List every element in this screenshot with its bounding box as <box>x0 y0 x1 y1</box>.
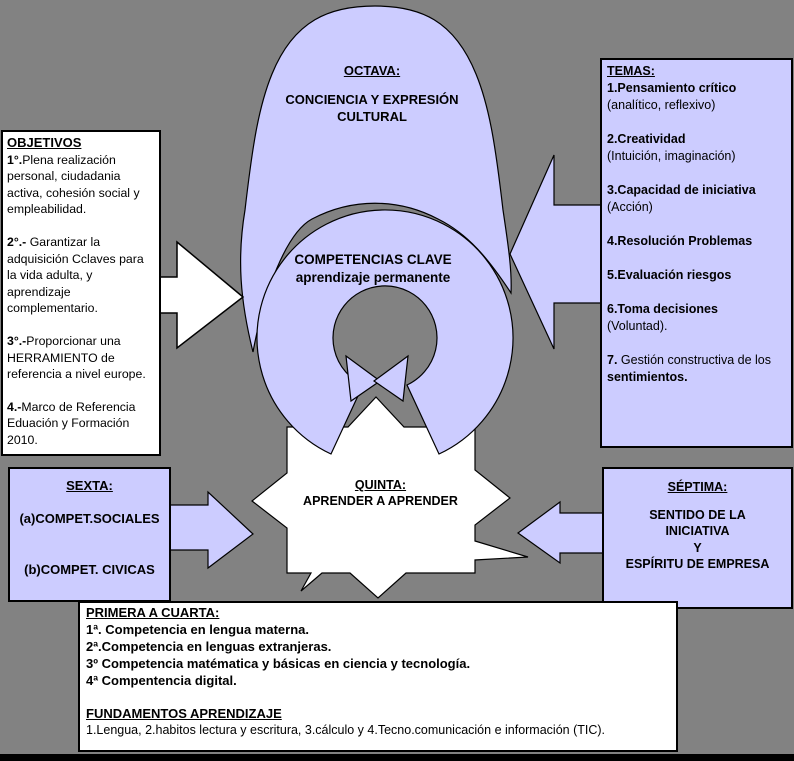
temas-item: 2.Creatividad(Intuición, imaginación) <box>607 132 736 163</box>
sexta-title: SEXTA: <box>66 478 113 493</box>
objetivos-title: OBJETIVOS <box>7 135 82 150</box>
arch-line2: CULTURAL <box>337 109 407 124</box>
bottom-bar <box>0 754 794 761</box>
ring-arrowhead-right <box>372 354 409 403</box>
objetivos-arrow <box>157 240 245 350</box>
primera-title: PRIMERA A CUARTA: <box>86 605 220 620</box>
temas-box: TEMAS: 1.Pensamiento crítico(analítico, … <box>600 58 793 448</box>
temas-item-7: 7. Gestión constructiva de los sentimien… <box>607 353 771 384</box>
fundamentos-title: FUNDAMENTOS APRENDIZAJE <box>86 706 282 721</box>
temas-item: 4.Resolución Problemas <box>607 234 753 248</box>
ring-arrowhead-left <box>345 354 382 403</box>
temas-item: 3.Capacidad de iniciativa(Acción) <box>607 183 756 214</box>
objetivos-item: 1°.Plena realización personal, ciudadani… <box>7 152 140 217</box>
septima-line3: Y <box>693 540 702 555</box>
septima-title: SÉPTIMA: <box>667 480 728 494</box>
ring-label: COMPETENCIAS CLAVE aprendizaje permanent… <box>268 251 478 287</box>
septima-line4: ESPÍRITU DE EMPRESA <box>625 557 770 571</box>
objetivos-item: 4.-Marco de Referencia Eduación y Formac… <box>7 399 136 447</box>
spacer <box>86 689 670 705</box>
spacer <box>252 79 492 91</box>
septima-line2: INICIATIVA <box>665 524 730 538</box>
primera-box: PRIMERA A CUARTA: 1ª. Competencia en len… <box>78 601 678 752</box>
septima-box: SÉPTIMA: SENTIDO DE LA INICIATIVA Y ESPÍ… <box>602 467 793 609</box>
primera-item: 2ª.Competencia en lenguas extranjeras. <box>86 639 332 654</box>
temas-item: 6.Toma decisiones(Voluntad). <box>607 302 718 333</box>
temas-item: 5.Evaluación riesgos <box>607 268 732 282</box>
sexta-item-a: (a)COMPET.SOCIALES <box>19 511 160 526</box>
primera-item: 4ª Compentencia digital. <box>86 673 237 688</box>
temas-title: TEMAS: <box>607 64 655 78</box>
spacer <box>604 496 791 507</box>
quinta-label: QUINTA: APRENDER A APRENDER <box>288 477 473 509</box>
sexta-item-b: (b)COMPET. CIVICAS <box>24 562 155 577</box>
arch-shape <box>239 5 512 353</box>
temas-arrow <box>509 154 603 350</box>
ring-line1: COMPETENCIAS CLAVE <box>294 252 452 267</box>
competencias-ring <box>256 209 514 455</box>
sexta-arrow <box>167 490 254 570</box>
temas-item: 1.Pensamiento crítico(analítico, reflexi… <box>607 81 737 112</box>
sexta-box: SEXTA: (a)COMPET.SOCIALES (b)COMPET. CIV… <box>8 467 171 602</box>
fundamentos-line: 1.Lengua, 2.habitos lectura y escritura,… <box>86 723 606 737</box>
primera-item: 1ª. Competencia en lengua materna. <box>86 622 309 637</box>
arch-title: OCTAVA: <box>343 63 401 78</box>
septima-arrow <box>516 500 605 565</box>
quinta-line: APRENDER A APRENDER <box>303 494 458 508</box>
arch-label: OCTAVA: CONCIENCIA Y EXPRESIÓN CULTURAL <box>252 62 492 125</box>
arch-line1: CONCIENCIA Y EXPRESIÓN <box>285 92 459 107</box>
objetivos-item: 2°.- Garantizar la adquisición Cclaves p… <box>7 234 144 316</box>
objetivos-item: 3°.-Proporcionar una HERRAMIENTO de refe… <box>7 333 146 382</box>
septima-line1: SENTIDO DE LA <box>649 507 746 522</box>
quinta-title: QUINTA: <box>354 478 407 492</box>
objetivos-box: OBJETIVOS 1°.Plena realización personal,… <box>1 130 161 456</box>
ring-line2: aprendizaje permanente <box>295 270 451 285</box>
primera-item: 3º Competencia matématica y básicas en c… <box>86 656 471 671</box>
